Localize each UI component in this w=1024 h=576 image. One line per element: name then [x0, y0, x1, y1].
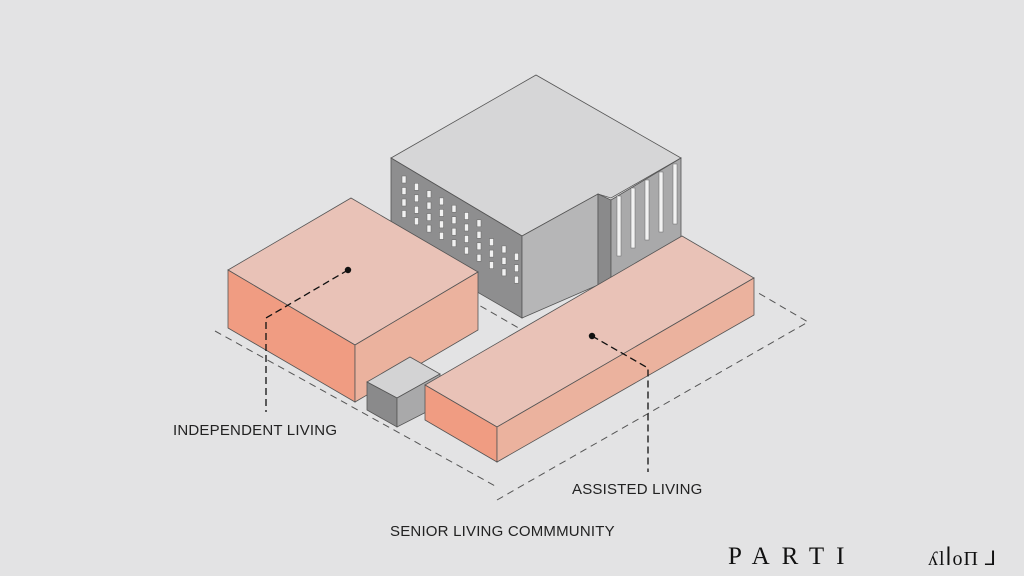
- window: [501, 257, 507, 265]
- window: [451, 204, 457, 213]
- window: [489, 261, 494, 269]
- window: [464, 212, 469, 220]
- window: [401, 198, 407, 207]
- window: [464, 223, 469, 232]
- window: [476, 254, 482, 262]
- assisted-living-block: [424, 235, 755, 463]
- window: [401, 175, 407, 184]
- diagram-title: SENIOR LIVING COMMMUNITY: [390, 523, 615, 540]
- window: [426, 224, 432, 233]
- logo: ʎlꟾoΠ ⅃: [928, 548, 998, 570]
- independent-marker: [344, 266, 352, 274]
- independent-living-block: [227, 197, 479, 403]
- window-strip: [616, 195, 622, 257]
- parti-brand: PARTI: [728, 543, 857, 570]
- window: [514, 264, 519, 272]
- window: [401, 187, 407, 195]
- window: [476, 219, 482, 228]
- window-strip: [672, 163, 678, 225]
- independent-living-label: INDEPENDENT LIVING: [173, 422, 338, 439]
- window: [426, 213, 432, 221]
- window: [451, 216, 457, 224]
- window-strip: [630, 187, 636, 249]
- window: [426, 190, 432, 198]
- window: [439, 220, 444, 229]
- window: [401, 210, 407, 218]
- window-strip: [644, 179, 650, 241]
- window: [426, 201, 432, 210]
- window: [414, 194, 419, 203]
- window: [514, 252, 519, 261]
- window: [464, 246, 469, 255]
- window: [476, 231, 482, 239]
- window: [451, 239, 457, 247]
- assisted-marker: [588, 332, 596, 340]
- window: [414, 217, 419, 226]
- window: [501, 268, 507, 277]
- window: [439, 232, 444, 240]
- leader-lines: [265, 269, 649, 472]
- window: [514, 275, 519, 284]
- window: [439, 197, 444, 206]
- window: [489, 249, 494, 258]
- assisted-living-label: ASSISTED LIVING: [572, 481, 703, 498]
- window-strip: [658, 171, 664, 233]
- window: [489, 238, 494, 246]
- window: [501, 245, 507, 254]
- window: [439, 209, 444, 217]
- window: [476, 242, 482, 251]
- window: [451, 227, 457, 236]
- window: [414, 183, 419, 191]
- window: [464, 235, 469, 243]
- window: [414, 206, 419, 214]
- site-boundary: [214, 290, 809, 501]
